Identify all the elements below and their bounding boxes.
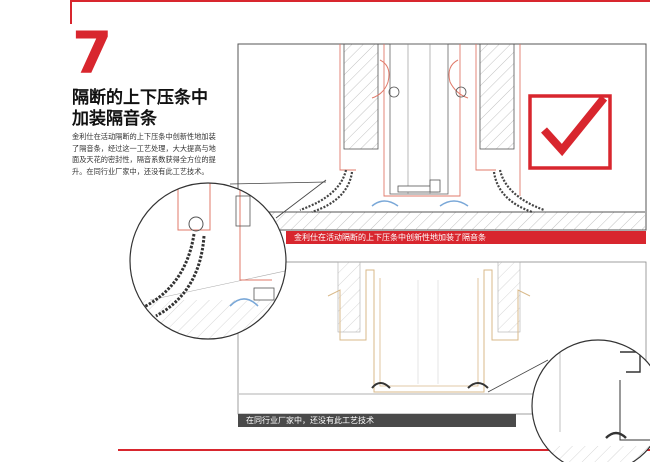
zoom-detail-bottom (487, 339, 650, 462)
caption-banner-top: 金利仕在活动隔断的上下压条中创新性地加装了隔音条 (286, 231, 646, 244)
top-section-diagram (237, 43, 647, 231)
section-heading: 隔断的上下压条中加装隔音条 (72, 88, 208, 129)
caption-banner-bottom: 在同行业厂家中，还没有此工艺技术 (238, 414, 516, 427)
section-number: 7 (72, 19, 113, 87)
frame-line-bottom (118, 449, 650, 451)
frame-line-left (70, 0, 72, 24)
section-description: 金利仕在活动隔断的上下压条中创新性地加装了隔音条，经过这一工艺处理，大大提高与地… (72, 132, 216, 176)
checkmark-icon (528, 94, 612, 170)
bottom-section-diagram (237, 261, 647, 415)
frame-line-top (70, 0, 650, 2)
